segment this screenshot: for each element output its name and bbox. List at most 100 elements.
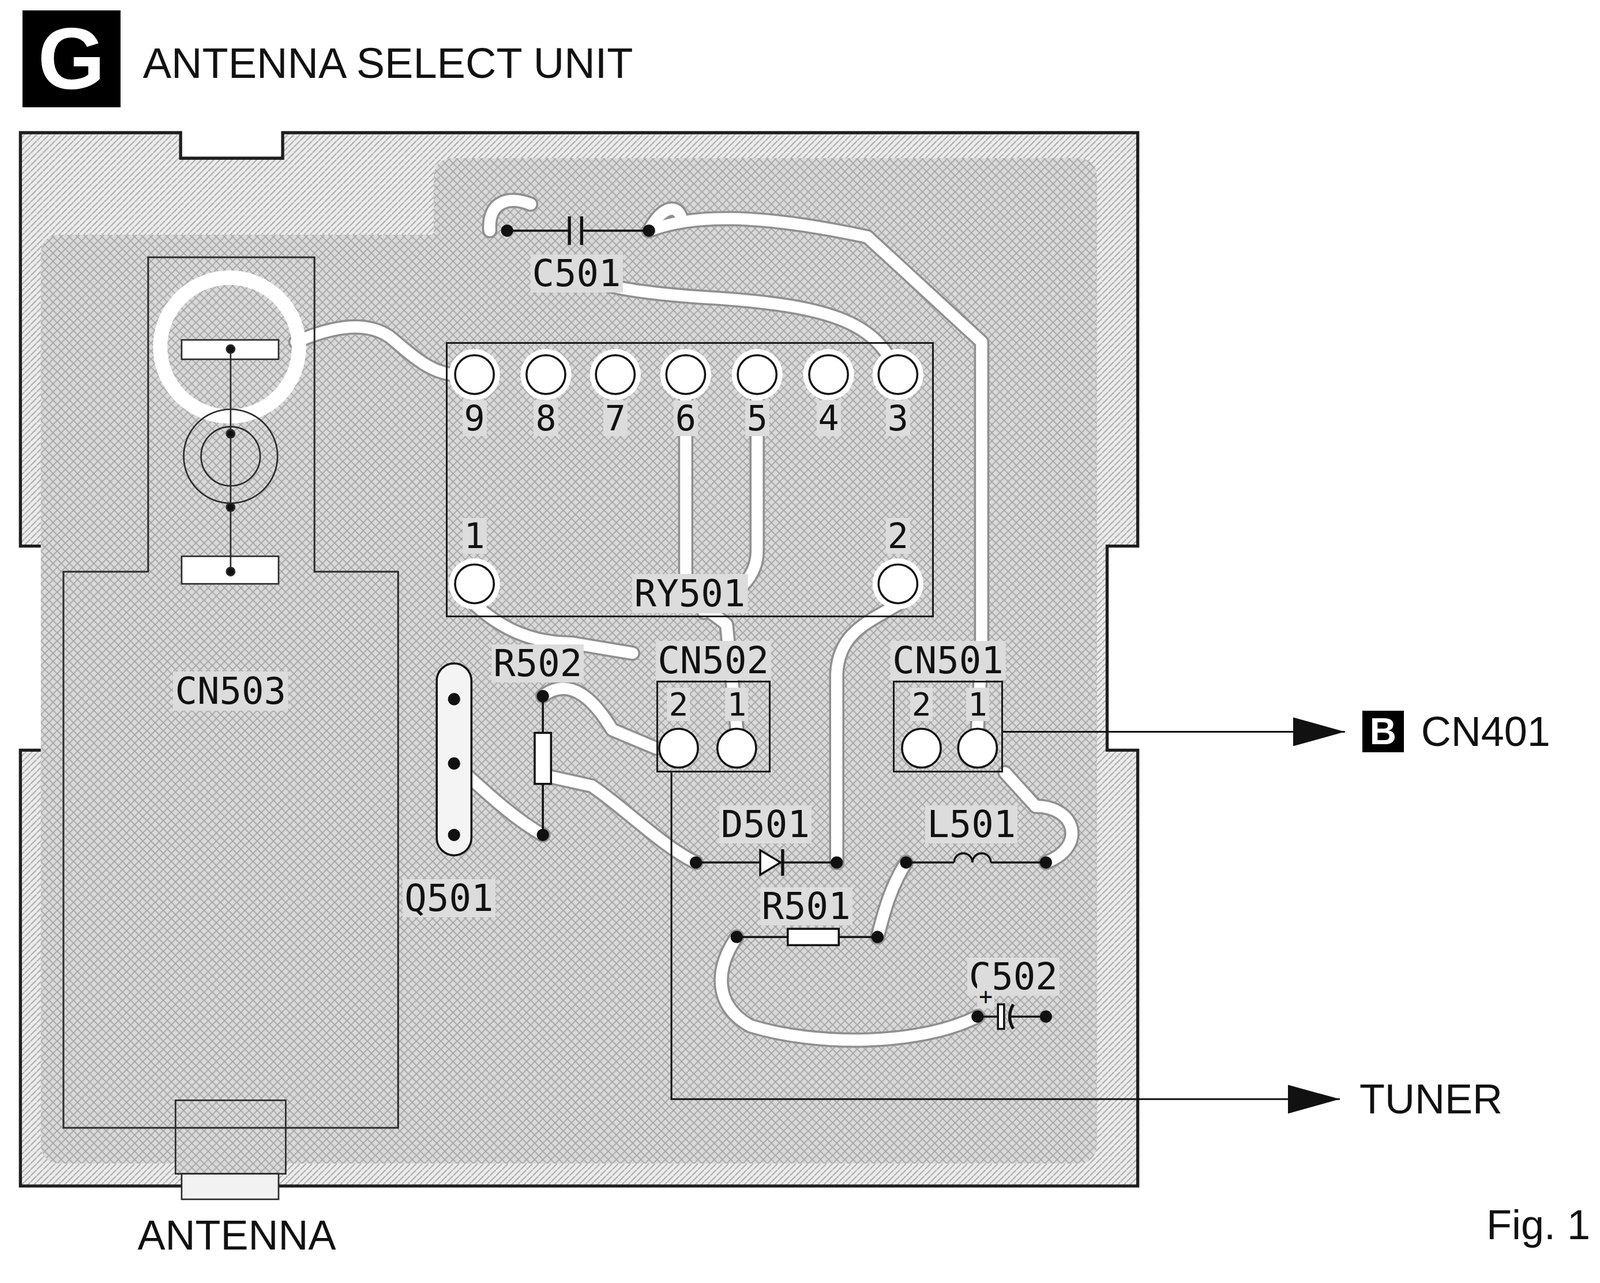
copper-trace (545, 775, 696, 863)
pad-ring (802, 348, 854, 400)
antenna-plug (181, 1173, 279, 1200)
copper-trace (877, 862, 907, 937)
solder-dot (1041, 1011, 1052, 1022)
pad-ring (448, 348, 500, 400)
pad-ring (731, 348, 783, 400)
copper-trace-edge (295, 200, 1072, 1040)
relay-pads (448, 348, 924, 610)
pad (809, 355, 848, 394)
capacitor-lead (506, 229, 570, 232)
solder-dot (226, 429, 235, 438)
connector-footprint (63, 257, 398, 1128)
solder-dot (1041, 857, 1052, 868)
port-label: ANTENNA (135, 1213, 338, 1257)
diode-lead (696, 861, 761, 864)
pad (878, 355, 918, 394)
transistor-symbol (436, 663, 472, 856)
copper-trace-edge (721, 936, 978, 1040)
copper-trace-edge (542, 688, 656, 749)
resistor-lead (541, 783, 544, 835)
pin-number: 7 (603, 400, 628, 437)
pad (717, 728, 757, 768)
part-label: Q501 (402, 879, 495, 918)
part-label: D501 (719, 805, 812, 844)
copper-trace-edge (836, 603, 899, 863)
solder-dot (900, 857, 912, 868)
pad (958, 728, 997, 768)
solder-dot (448, 693, 460, 705)
solder-dot (501, 225, 513, 236)
pad (878, 564, 918, 603)
antenna-plug (175, 1099, 286, 1174)
part-label: CN503 (172, 671, 289, 711)
pin-number: 2 (667, 687, 691, 721)
solder-dot (226, 344, 235, 353)
capacitor-symbol (501, 216, 655, 246)
solder-dot (226, 567, 235, 576)
pad-ring (520, 348, 572, 400)
pin-number: 4 (816, 400, 841, 437)
figure-number: Fig. 1 (1484, 1203, 1592, 1246)
pin-number: 6 (673, 400, 698, 437)
connector-outline-path (63, 257, 398, 1128)
pad (455, 355, 494, 394)
jack-lead (229, 348, 232, 572)
signal-lead (671, 772, 1340, 1099)
solder-dot (690, 857, 702, 868)
pin-number: 3 (885, 400, 911, 437)
solder-dot (831, 857, 843, 868)
solder-dot (448, 829, 460, 840)
part-label: R502 (491, 644, 584, 683)
section-badge: B (1362, 710, 1404, 753)
part-label: CN501 (889, 640, 1006, 681)
inductor-symbol (900, 853, 1051, 868)
resistor-body (787, 928, 839, 945)
circuit-board (20, 132, 1138, 1186)
section-badge: G (22, 10, 121, 108)
solder-dot (972, 1011, 983, 1022)
copper-trace (295, 327, 454, 375)
pad (666, 355, 705, 394)
pin-number: 1 (725, 687, 749, 721)
solder-dot (643, 225, 655, 236)
copper-trace (836, 603, 899, 863)
pin-number: 2 (885, 517, 911, 554)
solder-dot (448, 758, 460, 769)
transistor-body (436, 663, 472, 856)
pin-number: 5 (745, 400, 770, 437)
diagram-title: ANTENNA SELECT UNIT (143, 42, 634, 85)
pad-ring (872, 558, 924, 610)
copper-trace-edge (295, 327, 454, 375)
solder-dot (537, 690, 548, 702)
port-label: TUNER (1357, 1076, 1505, 1121)
inductor-lead (990, 861, 1047, 864)
copper-trace (295, 200, 1072, 1040)
part-label: R501 (760, 887, 853, 926)
copper-trace (542, 688, 656, 749)
capacitor-plate (997, 1004, 1005, 1029)
pin-number: 1 (966, 687, 990, 721)
polarity-mark: + (977, 983, 995, 1009)
solder-dot (226, 502, 235, 512)
part-label: CN502 (655, 640, 772, 681)
solder-dot (537, 829, 548, 840)
copper-trace-edge (545, 775, 696, 863)
solder-dot (731, 931, 742, 942)
copper-trace-edge (877, 862, 907, 937)
relay-outline: RY501 (445, 342, 934, 618)
antenna-jack (160, 277, 300, 1200)
diode-triangle (760, 850, 781, 875)
pad (595, 355, 635, 394)
connector-outline: CN503 (63, 257, 398, 1128)
resistor-symbol (731, 928, 883, 945)
pin-number: 2 (910, 687, 934, 721)
copper-pour (40, 158, 1098, 1164)
part-label: RY501 (632, 573, 749, 614)
pad-ring (660, 348, 712, 400)
pad-ring (872, 348, 924, 400)
port-label: CN401 (1418, 709, 1553, 754)
pad (659, 728, 698, 768)
pad (902, 728, 941, 768)
capacitor-lead (581, 229, 649, 232)
